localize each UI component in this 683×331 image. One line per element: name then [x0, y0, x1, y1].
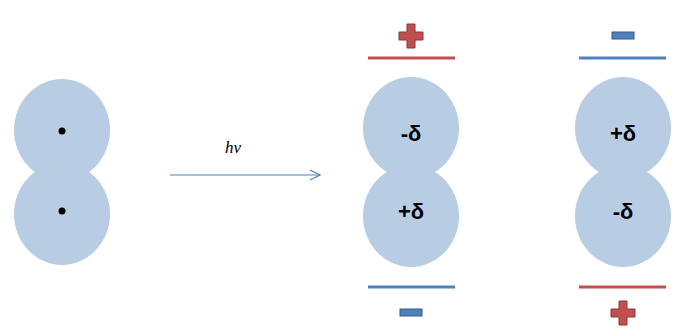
molecule-blob [14, 79, 110, 265]
nucleus-dot [59, 128, 66, 135]
plus-sign [611, 301, 635, 325]
negative-plate [579, 57, 666, 60]
molecule-blob [574, 76, 672, 268]
plus-sign [399, 24, 423, 48]
minus-sign [400, 309, 422, 316]
positive-plate [368, 57, 455, 60]
polarized-molecule: +δ -δ [574, 76, 672, 268]
partial-charge: -δ [401, 121, 422, 147]
molecule-blob [362, 76, 460, 268]
polarized-molecule: -δ +δ [362, 76, 460, 268]
minus-sign [612, 32, 634, 39]
partial-charge: -δ [613, 199, 634, 225]
partial-charge: +δ [610, 121, 636, 147]
negative-plate [368, 286, 455, 289]
light-arrow [170, 174, 320, 175]
positive-plate [579, 286, 666, 289]
photon-label: hν [225, 138, 241, 158]
nucleus-dot [59, 208, 66, 215]
partial-charge: +δ [398, 199, 424, 225]
